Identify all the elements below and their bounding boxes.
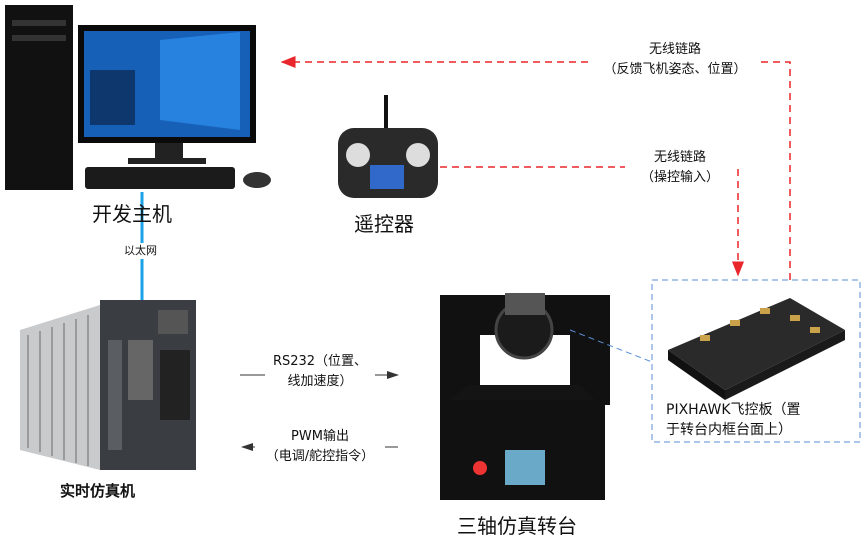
wireless-control-arrow <box>440 166 744 277</box>
wireless-control-line2: （操控输入） <box>640 170 719 185</box>
dev-host-image <box>5 5 271 190</box>
pixhawk-label: PIXHAWK飞控板（置 于转台内框台面上） <box>666 400 801 440</box>
pwm-label: PWM输出 （电调/舵控指令） <box>255 427 385 467</box>
realtime-sim-image <box>20 300 196 470</box>
ethernet-label: 以太网 <box>124 243 157 259</box>
remote-controller-image <box>338 95 438 198</box>
wireless-feedback-arrow <box>280 56 791 280</box>
pixhawk-label-line2: 于转台内框台面上） <box>666 422 792 438</box>
dev-host-label: 开发主机 <box>92 202 172 226</box>
remote-label: 遥控器 <box>354 212 414 236</box>
pixhawk-mount-link <box>569 329 653 363</box>
pixhawk-label-line1: PIXHAWK飞控板（置 <box>666 402 801 418</box>
rs232-line1: RS232（位置、 <box>272 354 368 369</box>
realtime-sim-label: 实时仿真机 <box>60 482 136 500</box>
wireless-control-label: 无线链路 （操控输入） <box>625 148 735 188</box>
turntable-label: 三轴仿真转台 <box>457 514 577 538</box>
pwm-line2: （电调/舵控指令） <box>265 449 375 464</box>
wireless-control-line1: 无线链路 <box>653 150 706 165</box>
wireless-feedback-line2: （反馈飞机姿态、位置） <box>603 62 747 77</box>
wireless-feedback-label: 无线链路 （反馈飞机姿态、位置） <box>590 40 760 80</box>
wireless-feedback-line1: 无线链路 <box>648 42 701 57</box>
rs232-label: RS232（位置、 线加速度） <box>265 352 375 392</box>
turntable-image <box>440 293 610 500</box>
rs232-line2: 线加速度） <box>287 374 353 389</box>
pixhawk-frame <box>651 279 861 443</box>
pixhawk-image <box>668 298 845 400</box>
pwm-line1: PWM输出 <box>291 429 349 444</box>
